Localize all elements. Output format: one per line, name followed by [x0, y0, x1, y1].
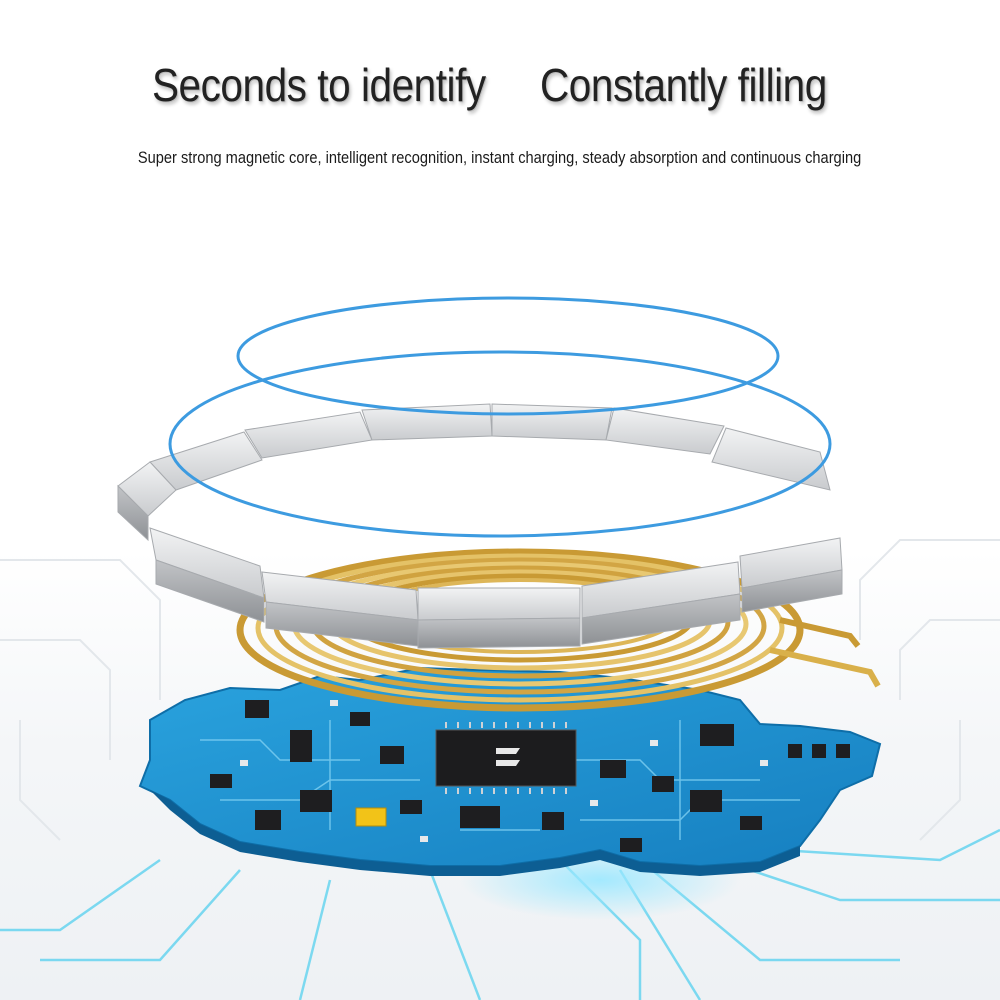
subtitle-text: Super strong magnetic core, intelligent … — [138, 148, 862, 167]
main-chip — [435, 722, 577, 794]
subtitle: Super strong magnetic core, intelligent … — [0, 148, 1000, 168]
headline: Seconds to identify Constantly filling — [0, 58, 1000, 128]
background-traces — [0, 539, 1000, 841]
headline-left: Seconds to identify — [152, 59, 486, 111]
magnetic-field-ring — [168, 296, 832, 538]
magnet-segment-ring — [117, 403, 843, 649]
yellow-capacitor — [355, 807, 387, 827]
smd-components — [210, 700, 850, 852]
headline-right: Constantly filling — [540, 59, 827, 111]
solder-pads — [240, 700, 768, 842]
circuit-board — [138, 666, 882, 876]
